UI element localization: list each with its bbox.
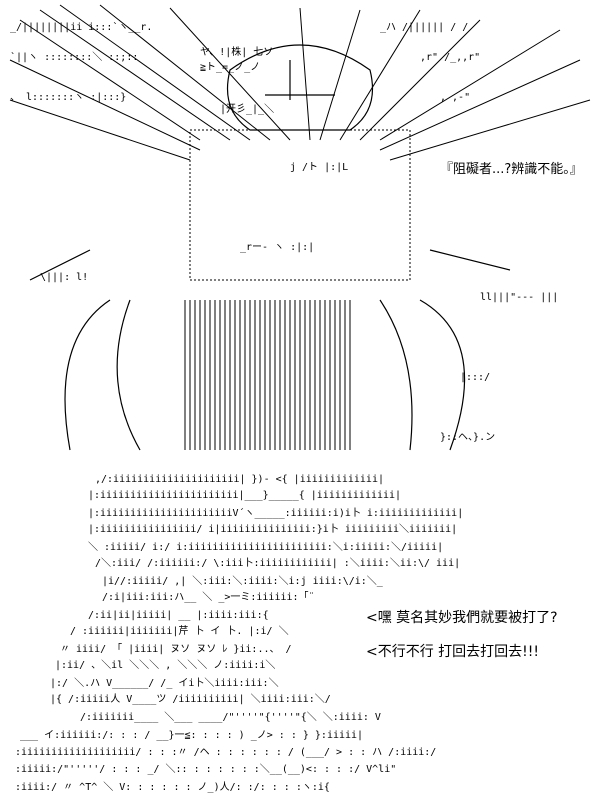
svg-text:、 l:::::::ヽ :|:::}: 、 l:::::::ヽ :|:::} xyxy=(10,92,126,103)
svg-text:|i//:iiiii/ ,| ＼:iii:＼:iiii: |i//:iiiii/ ,| ＼:iii:＼:iiii:＼i:j iiii:\/… xyxy=(102,575,384,587)
svg-text:`||ヽ ::::::::＼ ::;::: `||ヽ ::::::::＼ ::;:: xyxy=(10,51,138,63)
svg-text:_rー- ヽ :|:|: _rー- ヽ :|:| xyxy=(240,242,314,253)
dialogue-line-1: 『阻礙者...?辨識不能。』 xyxy=(440,162,583,177)
svg-text:/＼:iii/ /:iiiiii:/ \:iii卜:iiii: /＼:iii/ /:iiiiii:/ \:iii卜:iiiiiiiiiiii| … xyxy=(95,557,460,569)
svg-text::iiiiiiiiiiiiiiiiiii/ : : :〃: :iiiiiiiiiiiiiiiiiii/ : : :〃 /ヘ : : : : … xyxy=(15,747,436,758)
svg-text:\|||: l!: \|||: l! xyxy=(40,272,88,283)
svg-text:|:iiiiiiiiiiiiiiiiiiiiiii|___}: |:iiiiiiiiiiiiiiiiiiiiiii|___}_____{ |ii… xyxy=(88,490,401,501)
robot-ascii-art: _/||||||||ii i:::`ヽ__r. `||ヽ ::::::::＼ :… xyxy=(9,4,591,451)
svg-text:|:/ ＼.ハ V______/: |:/ ＼.ハ V______/ /_ イi卜＼iiii:iii:＼ xyxy=(50,677,279,689)
svg-text:_ハ /|||||| / /: _ハ /|||||| / / xyxy=(380,22,468,33)
svg-text:ヤ、!|株| 七ソ: ヤ、!|株| 七ソ xyxy=(200,45,273,58)
svg-text:,r" /_,,r": ,r" /_,,r" xyxy=(420,52,480,63)
svg-text:/:iiiiiii____ ＼___ ____/: /:iiiiiii____ ＼___ ____/"''''"{''''"{＼ ＼… xyxy=(80,711,381,723)
svg-text:|:::/: |:::/ xyxy=(460,372,490,383)
svg-text:|:iiiiiiiiiiiiiiii/ i|iiiiiiii: |:iiiiiiiiiiiiiiii/ i|iiiiiiiiiiiiiii:}i… xyxy=(88,523,457,535)
svg-text:ll|||"--- |||: ll|||"--- ||| xyxy=(480,292,558,303)
svg-text:|:ii/ 、＼il ＼＼＼ ,: |:ii/ 、＼il ＼＼＼ , ＼＼＼ ノ:iiii:i＼ xyxy=(55,659,275,671)
svg-text:＼ :iiiii/ i:/ i:iiiiiiiiiiiiii: ＼ :iiiii/ i:/ i:iiiiiiiiiiiiiiiiiiiiiii:… xyxy=(88,541,443,553)
svg-text:}::ヘ、}.ン: }::ヘ、}.ン xyxy=(440,432,495,443)
svg-text:,/:iiiiiiiiiiiiiiiiiiiii| })-: ,/:iiiiiiiiiiiiiiiiiiiii| })- <{ |iiiiii… xyxy=(95,474,384,485)
svg-text:___ イ:iiiiii:/: : : / __}一≦:: ___ イ:iiiiii:/: : : / __}一≦: : : : ) _ノ>… xyxy=(20,730,363,741)
svg-text:≧ト_=_ノ_ノ: ≧ト_=_ノ_ノ xyxy=(200,62,260,73)
character-ascii-art: ,/:iiiiiiiiiiiiiiiiiiiii| })- <{ |iiiiii… xyxy=(15,474,463,793)
svg-text:, ,-": , ,-" xyxy=(440,92,470,103)
svg-text:_/||||||||ii i:::`ヽ__r.: _/||||||||ii i:::`ヽ__r. xyxy=(10,21,152,33)
dialogue-line-2: <嘿 莫名其妙我們就要被打了? xyxy=(366,610,558,626)
svg-text:/:ii|ii|iiiii| __ |: /:ii|ii|iiiii| __ |:iiii:iii:{ xyxy=(88,610,269,621)
svg-text:/ :iiiiii|iiiiiii|芹 卜: / :iiiiii|iiiiiii|芹 卜 イ 卜. |:i/ ＼ xyxy=(70,625,289,637)
dialogue-line-3: <不行不行 打回去打回去!!! xyxy=(366,644,540,660)
svg-text:|:iiiiiiiiiiiiiiiiiiiiiiV´ヽ___: |:iiiiiiiiiiiiiiiiiiiiiiV´ヽ_____:iiiiii:… xyxy=(88,507,463,519)
svg-text:|{ /:iiiii人 V____: |{ /:iiiii人 V____ツ /iiiiiiiiii| ＼iiii:ii… xyxy=(50,693,331,705)
svg-text::iiiii:/"'''''/ : : : _/: :iiiii:/"'''''/ : : : _/ ＼:: : : : : : :… xyxy=(15,763,396,775)
svg-text:/:i|iii:iii:ハ__ ＼ _>一ミ:i: /:i|iii:iii:ハ__ ＼ _>一ミ:iiiiii:「¨ xyxy=(102,591,315,603)
svg-text::iiii:/ 〃 ^T^ ＼ V:: :iiii:/ 〃 ^T^ ＼ V: : : : : : ノ_)人/: :/: … xyxy=(15,781,330,793)
svg-text:|开彡_|_＼: |开彡_|_＼ xyxy=(220,103,274,115)
svg-text:〃 iiii/ 「 |iiii| ヌソ: 〃 iiii/ 「 |iiii| ヌソ ヌソ ﾚ }ii:..、 / xyxy=(60,643,292,655)
svg-text:j /ト |:|L: j /ト |:|L xyxy=(290,162,348,173)
